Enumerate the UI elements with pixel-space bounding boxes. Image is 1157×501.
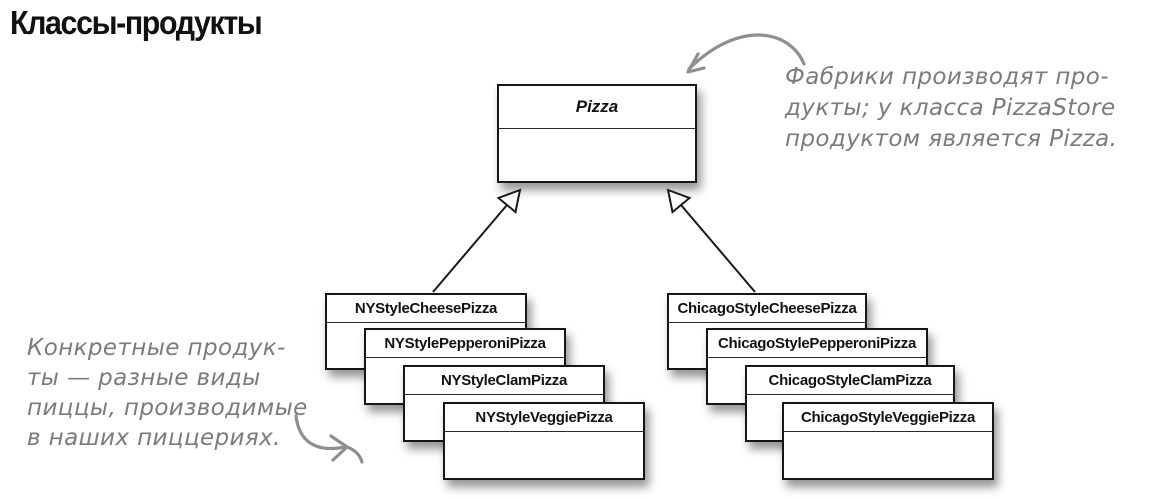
class-name-nystylepepperonipizza: NYStylePepperoniPizza (366, 330, 564, 358)
inheritance-triangle-ny (496, 188, 522, 214)
concrete-note-arrowhead-icon (329, 434, 349, 462)
concrete-note-arrow-tail (345, 445, 364, 464)
page-title: Классы-продукты (10, 4, 263, 41)
class-name-chicagostyleclampizza: ChicagoStyleClamPizza (747, 367, 953, 395)
note-concrete-line: пиццы, производимые (27, 395, 308, 421)
class-box-chicagostyleveggiepizza: ChicagoStyleVeggiePizza (782, 402, 994, 480)
class-name-nystyleclampizza: NYStyleClamPizza (405, 367, 603, 395)
class-box-nystyleveggiepizza: NYStyleVeggiePizza (443, 402, 645, 480)
note-concrete-line: Конкретные продук- (27, 335, 286, 361)
class-box-pizza: Pizza (497, 84, 697, 183)
note-concrete-line: ты — разные виды (27, 365, 261, 391)
class-name-pizza: Pizza (499, 86, 695, 129)
class-name-chicagostylepepperonipizza: ChicagoStylePepperoniPizza (708, 330, 926, 358)
class-name-chicagostylecheesepizza: ChicagoStyleCheesePizza (669, 295, 865, 323)
note-factory-line: продуктом является Pizza. (785, 126, 1118, 152)
class-name-chicagostyleveggiepizza: ChicagoStyleVeggiePizza (784, 404, 992, 432)
inheritance-triangle-chicago (666, 188, 692, 214)
note-factory-line: Фабрики производят про- (785, 64, 1109, 90)
note-concrete: Конкретные продук- ты — разные виды пицц… (27, 333, 308, 453)
class-name-nystylecheesepizza: NYStyleCheesePizza (327, 295, 525, 323)
note-factory-line: дукты; у класса PizzaStore (785, 95, 1116, 121)
inheritance-line-chicago (680, 204, 756, 293)
note-concrete-line: в наших пиццериях. (27, 425, 281, 451)
factory-note-arrowhead-icon (686, 52, 706, 74)
inheritance-line-ny (432, 204, 508, 293)
note-factory: Фабрики производят про- дукты; у класса … (785, 62, 1117, 155)
class-name-nystyleveggiepizza: NYStyleVeggiePizza (445, 404, 643, 432)
